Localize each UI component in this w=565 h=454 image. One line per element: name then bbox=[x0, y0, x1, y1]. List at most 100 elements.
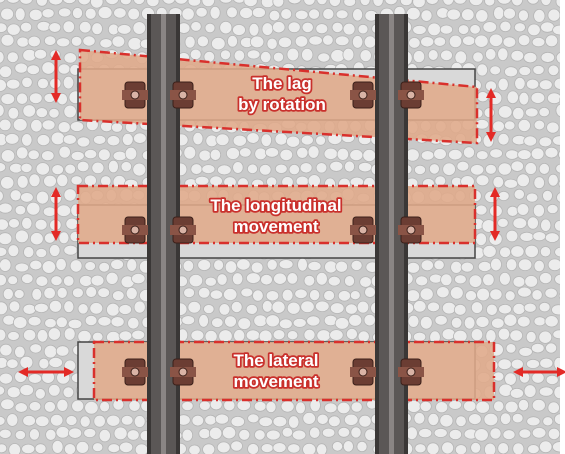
ballast-stone bbox=[464, 290, 477, 302]
ballast-stone bbox=[266, 258, 278, 271]
ballast-stone bbox=[233, 329, 246, 343]
ballast-stone bbox=[356, 300, 370, 314]
ballast-stone bbox=[6, 413, 19, 427]
ballast-stone bbox=[27, 316, 42, 327]
ballast-stone bbox=[547, 427, 560, 440]
ballast-stone bbox=[0, 398, 15, 411]
ballast-stone bbox=[547, 173, 559, 187]
ballast-stone bbox=[497, 105, 513, 119]
ballast-stone bbox=[499, 412, 512, 426]
ballast-stone bbox=[245, 329, 261, 341]
ballast-stone bbox=[405, 426, 418, 441]
ballast-stone bbox=[446, 8, 461, 21]
ballast-stone bbox=[198, 427, 211, 440]
ballast-stone bbox=[34, 388, 46, 400]
ballast-stone bbox=[552, 441, 560, 453]
ballast-stone bbox=[511, 0, 524, 7]
ballast-stone bbox=[363, 35, 377, 49]
ballast-stone bbox=[0, 416, 6, 426]
ballast-stone bbox=[539, 440, 553, 454]
ballast-stone bbox=[554, 220, 560, 232]
ballast-stone bbox=[22, 415, 36, 427]
ballast-stone bbox=[531, 289, 543, 301]
ballast-stone bbox=[62, 275, 75, 287]
ballast-stone bbox=[317, 52, 331, 63]
ballast-stone bbox=[0, 33, 15, 47]
ballast-stone bbox=[63, 327, 76, 341]
ballast-stone bbox=[301, 21, 314, 34]
ballast-stone bbox=[69, 259, 83, 273]
ballast-stone bbox=[530, 147, 545, 161]
ballast-stone bbox=[239, 147, 252, 158]
ballast-stone bbox=[503, 313, 518, 327]
ballast-stone bbox=[533, 259, 545, 273]
ballast-stone bbox=[442, 162, 456, 176]
ballast-stone bbox=[112, 150, 127, 162]
ballast-stone bbox=[362, 148, 377, 162]
ballast-stone bbox=[209, 5, 221, 20]
ballast-stone bbox=[485, 303, 498, 316]
ballast-stone bbox=[492, 120, 505, 133]
ballast-stone bbox=[531, 36, 546, 48]
ballast-stone bbox=[29, 232, 44, 246]
ballast-stone bbox=[21, 273, 34, 284]
ballast-stone bbox=[450, 316, 463, 329]
ballast-stone bbox=[474, 34, 489, 48]
ballast-stone bbox=[547, 64, 560, 77]
ballast-stone bbox=[195, 6, 208, 18]
ballast-stone bbox=[211, 317, 224, 328]
ballast-stone bbox=[107, 443, 121, 454]
ballast-stone bbox=[505, 343, 517, 354]
arrows bbox=[18, 50, 565, 377]
ballast-stone bbox=[426, 301, 440, 313]
ballast-stone bbox=[470, 301, 484, 314]
ballast-stone bbox=[0, 428, 12, 439]
ballast-stone bbox=[111, 122, 124, 133]
ballast-stone bbox=[204, 22, 216, 34]
ballast-stone bbox=[517, 9, 529, 22]
ballast-stone bbox=[8, 443, 22, 454]
ballast-stone bbox=[492, 175, 505, 189]
ballast-stone bbox=[454, 444, 468, 454]
ballast-stone bbox=[475, 232, 488, 247]
ballast-stone bbox=[31, 287, 43, 301]
ballast-stone bbox=[517, 119, 531, 133]
ballast-stone bbox=[503, 7, 516, 20]
ballast-stone bbox=[350, 401, 363, 413]
ballast-stone bbox=[21, 76, 33, 88]
ballast-stone bbox=[230, 440, 243, 452]
ballast-stone bbox=[408, 37, 421, 49]
ballast-stone bbox=[97, 287, 111, 298]
ballast-stone bbox=[506, 90, 519, 105]
ballast-stone bbox=[453, 329, 468, 343]
ballast-stone bbox=[436, 286, 450, 299]
lateral-label-line1: The lateral bbox=[233, 351, 318, 370]
ballast-stone bbox=[50, 131, 66, 146]
ballast-stone bbox=[296, 146, 309, 159]
ballast-stone bbox=[433, 259, 445, 271]
ballast-stone bbox=[483, 107, 495, 118]
ballast-stone bbox=[34, 218, 48, 231]
ballast-stone bbox=[79, 274, 93, 287]
ballast-stone bbox=[555, 52, 560, 64]
ballast-stone bbox=[16, 36, 30, 48]
ballast-stone bbox=[514, 76, 526, 91]
ballast-stone bbox=[56, 398, 69, 412]
ballast-stone bbox=[412, 0, 426, 9]
ballast-stone bbox=[527, 444, 540, 454]
ballast-stone bbox=[35, 162, 51, 176]
ballast-stone bbox=[542, 189, 553, 202]
ballast-stone bbox=[240, 287, 254, 298]
ballast-stone bbox=[19, 384, 35, 397]
ballast-stone bbox=[561, 262, 565, 271]
ballast-stone bbox=[442, 0, 455, 6]
ballast-stone bbox=[0, 232, 13, 246]
ballast-stone bbox=[538, 136, 553, 148]
ballast-stone bbox=[230, 300, 243, 313]
ballast-stone bbox=[434, 314, 448, 326]
ballast-stone bbox=[517, 34, 531, 47]
ballast-stone bbox=[62, 386, 75, 399]
ballast-stone bbox=[513, 22, 526, 33]
ballast-stone bbox=[118, 304, 132, 315]
ballast-stone bbox=[281, 288, 294, 302]
